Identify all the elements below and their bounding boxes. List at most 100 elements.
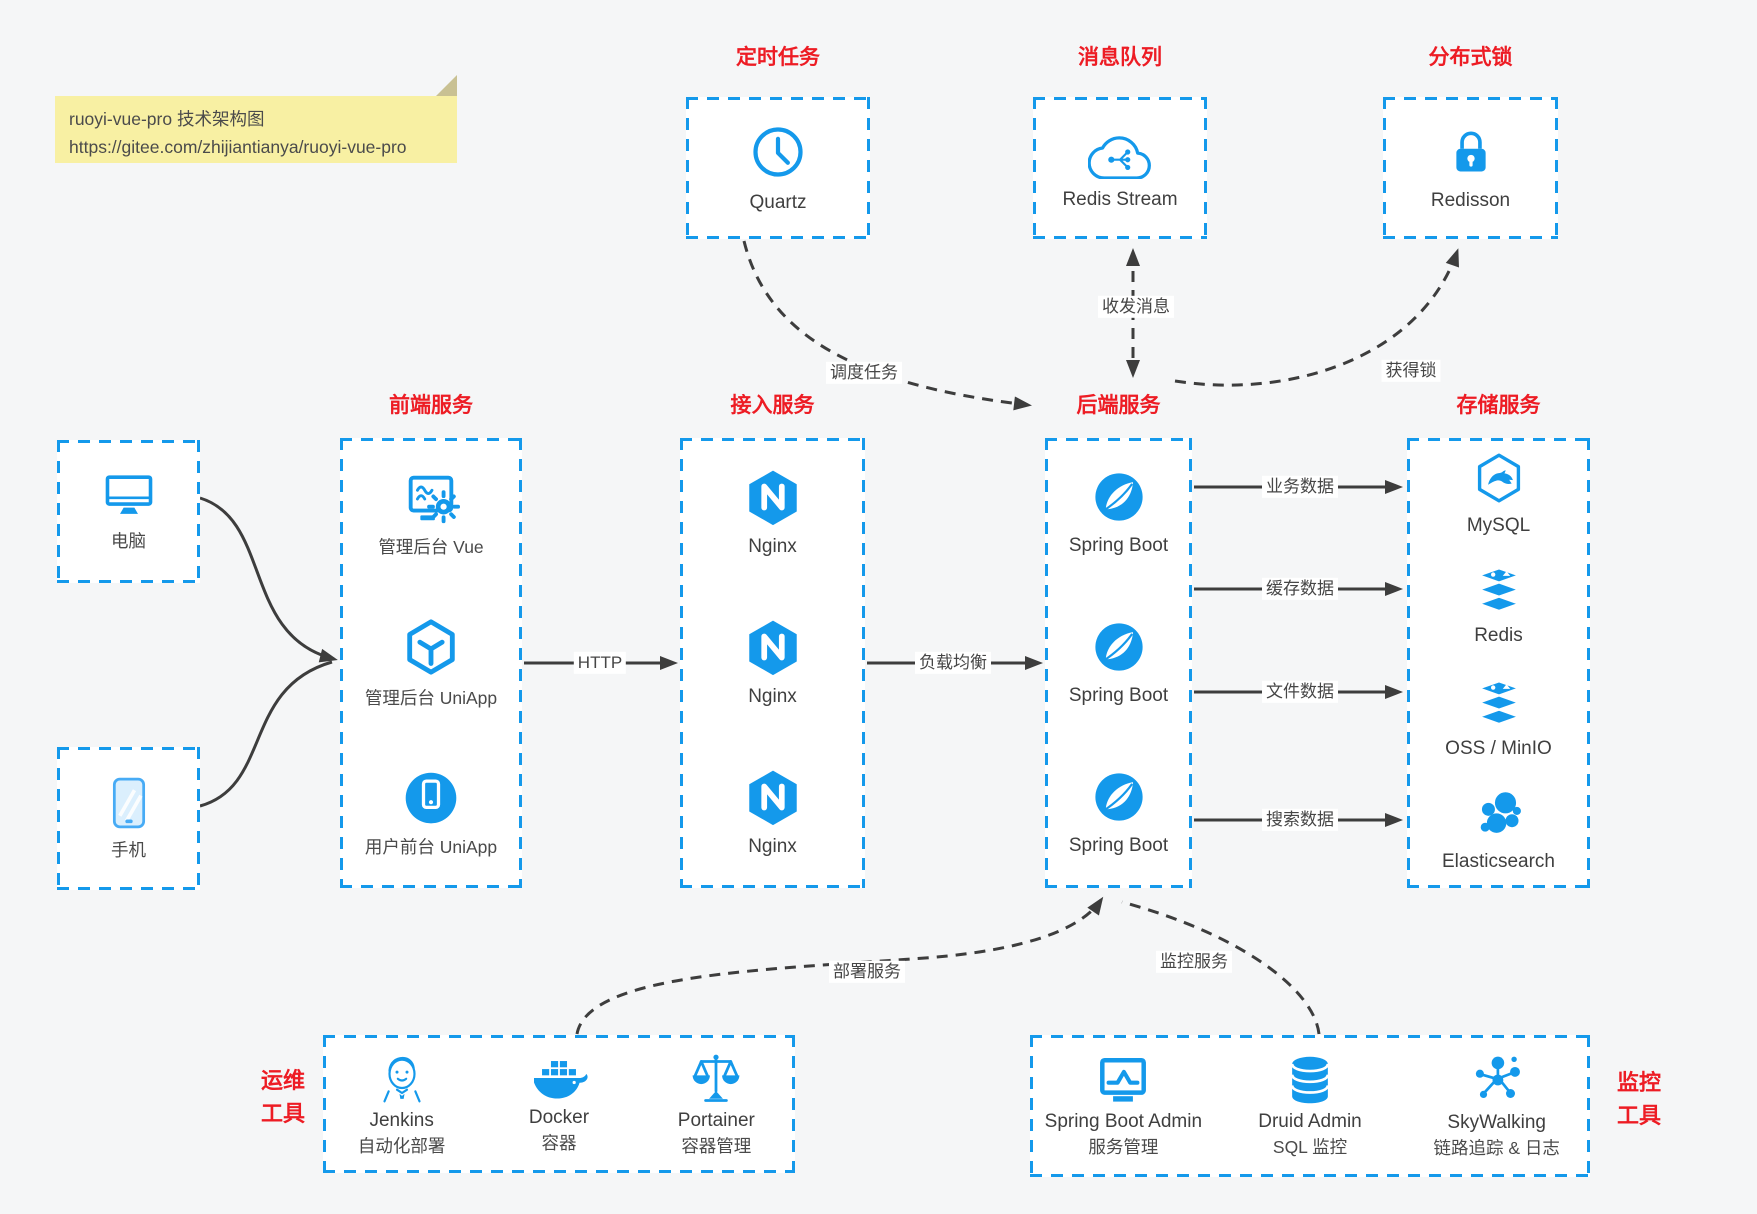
- group-backend: Spring Boot Spring Boot Spring Boot: [1045, 438, 1192, 888]
- group-title-backend: 后端服务: [1076, 394, 1161, 417]
- note-title: ruoyi-vue-pro 技术架构图: [69, 109, 265, 129]
- docker-icon: [530, 1053, 588, 1103]
- group-phone: 手机: [57, 747, 200, 890]
- node-redis-stream: Redis Stream: [1033, 97, 1207, 239]
- object-storage-stack-icon: [1472, 678, 1526, 728]
- node-label: Spring Boot: [1068, 684, 1169, 706]
- node-skywalking: SkyWalking 链路追踪 & 日志: [1403, 1035, 1590, 1177]
- group-title-mq: 消息队列: [1078, 46, 1162, 69]
- node-portainer: Portainer 容器管理: [638, 1035, 795, 1173]
- node-label: OSS / MinIO: [1445, 737, 1552, 759]
- portainer-scales-icon: [690, 1050, 742, 1106]
- node-label: Nginx: [748, 535, 797, 557]
- node-label: Druid Admin: [1258, 1111, 1362, 1133]
- node-redis: Redis: [1407, 551, 1590, 664]
- node-oss-minio: OSS / MinIO: [1407, 663, 1590, 776]
- node-label: 管理后台 UniApp: [364, 687, 498, 708]
- edge-label-http: HTTP: [573, 651, 627, 675]
- node-label: Redis Stream: [1062, 188, 1178, 210]
- node-druid-admin: Druid Admin SQL 监控: [1217, 1035, 1404, 1177]
- monitoring-title-line1: 监控: [1616, 1070, 1661, 1095]
- group-title-storage: 存储服务: [1456, 394, 1541, 417]
- node-phone: 手机: [57, 747, 200, 890]
- arrow-computer-to-frontend: [199, 496, 338, 663]
- spring-boot-icon: [1091, 769, 1147, 825]
- sticky-note-fold-corner: [436, 75, 457, 96]
- node-jenkins: Jenkins 自动化部署: [323, 1035, 480, 1173]
- group-monitoring: Spring Boot Admin 服务管理 Druid Admin SQL 监…: [1030, 1035, 1590, 1177]
- group-ops: Jenkins 自动化部署 Docker 容器: [323, 1035, 795, 1173]
- node-label: Spring Boot Admin: [1044, 1111, 1203, 1133]
- mobile-app-icon: [401, 768, 461, 828]
- monitor-chart-icon: [1094, 1053, 1152, 1107]
- desktop-icon: [100, 470, 158, 522]
- smartphone-icon: [107, 775, 151, 831]
- node-sublabel: 链路追踪 & 日志: [1433, 1137, 1560, 1158]
- skywalking-network-icon: [1470, 1052, 1524, 1108]
- node-label: Elasticsearch: [1442, 851, 1555, 873]
- group-title-gateway: 接入服务: [730, 394, 815, 417]
- edge-label-monitor: 监控服务: [1156, 950, 1232, 974]
- node-admin-uniapp: 管理后台 UniApp: [340, 588, 522, 738]
- mysql-icon: [1472, 451, 1526, 505]
- edge-label-messaging: 收发消息: [1098, 295, 1174, 319]
- group-title-lock: 分布式锁: [1428, 46, 1513, 69]
- node-label: Redis: [1474, 625, 1523, 647]
- monitoring-title-line2: 工具: [1616, 1103, 1661, 1128]
- node-docker: Docker 容器: [480, 1035, 637, 1173]
- node-label: Spring Boot: [1068, 534, 1169, 556]
- node-sublabel: 服务管理: [1088, 1136, 1159, 1157]
- admin-dashboard-icon: [400, 468, 462, 528]
- edge-label-schedule: 调度任务: [826, 361, 902, 385]
- node-springboot-1: Spring Boot: [1045, 438, 1192, 588]
- edge-label-business-data: 业务数据: [1262, 475, 1338, 499]
- node-label: Redisson: [1430, 189, 1511, 211]
- cloud-message-icon: [1087, 125, 1152, 180]
- group-computer: 电脑: [57, 440, 200, 583]
- node-label: 用户前台 UniApp: [364, 836, 498, 857]
- node-admin-vue: 管理后台 Vue: [340, 438, 522, 588]
- node-computer: 电脑: [57, 440, 200, 583]
- node-label: Docker: [528, 1107, 590, 1129]
- node-label: Jenkins: [369, 1110, 434, 1132]
- node-sublabel: 容器: [541, 1132, 577, 1153]
- node-label: 手机: [111, 840, 146, 861]
- group-title-timer: 定时任务: [736, 46, 820, 69]
- nginx-icon: [745, 768, 801, 826]
- group-title-ops: 运维 工具: [240, 1064, 326, 1130]
- node-label: Nginx: [748, 835, 797, 857]
- spring-boot-icon: [1091, 469, 1147, 525]
- group-gateway: Nginx Nginx Nginx: [680, 438, 865, 888]
- edge-label-cache-data: 缓存数据: [1262, 577, 1338, 601]
- node-label: 电脑: [111, 531, 146, 552]
- node-nginx-2: Nginx: [680, 588, 865, 738]
- node-mysql: MySQL: [1407, 438, 1590, 551]
- node-label: SkyWalking: [1447, 1112, 1546, 1134]
- node-label: Portainer: [677, 1110, 755, 1132]
- node-label: MySQL: [1466, 514, 1531, 536]
- edge-label-file-data: 文件数据: [1262, 680, 1338, 704]
- ops-title-line2: 工具: [260, 1101, 305, 1126]
- node-user-uniapp: 用户前台 UniApp: [340, 738, 522, 888]
- node-nginx-3: Nginx: [680, 738, 865, 888]
- group-timer: Quartz: [686, 97, 870, 239]
- edge-label-load-balance: 负载均衡: [915, 651, 991, 675]
- node-springboot-3: Spring Boot: [1045, 738, 1192, 888]
- nginx-icon: [745, 618, 801, 676]
- cube-icon: [400, 617, 462, 679]
- padlock-icon: [1445, 124, 1497, 180]
- redis-stack-icon: [1472, 565, 1526, 615]
- nginx-icon: [745, 468, 801, 526]
- group-title-monitoring: 监控 工具: [1596, 1066, 1682, 1132]
- group-title-frontend: 前端服务: [389, 394, 473, 417]
- database-icon: [1285, 1053, 1335, 1107]
- node-nginx-1: Nginx: [680, 438, 865, 588]
- group-mq: Redis Stream: [1033, 97, 1207, 239]
- node-redisson: Redisson: [1383, 97, 1558, 239]
- sticky-note: ruoyi-vue-pro 技术架构图 https://gitee.com/zh…: [55, 96, 457, 163]
- spring-boot-icon: [1091, 619, 1147, 675]
- group-storage: MySQL Redis: [1407, 438, 1590, 888]
- node-quartz: Quartz: [686, 97, 870, 239]
- ops-title-line1: 运维: [260, 1068, 305, 1093]
